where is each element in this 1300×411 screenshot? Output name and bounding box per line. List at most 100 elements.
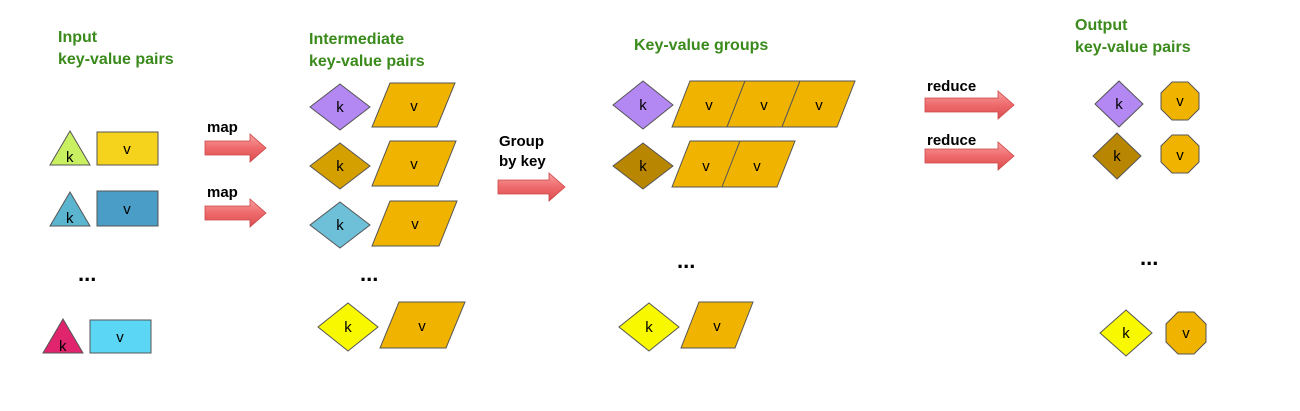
reduce-label: reduce <box>927 78 976 95</box>
reduce-label: reduce <box>927 132 976 149</box>
arrow-shape <box>924 141 1015 171</box>
group-by-key-arrow: Group by key <box>497 133 566 202</box>
key-diamond-brown <box>612 142 674 190</box>
output-pair-2: k v <box>1092 132 1200 180</box>
value-label: v <box>1176 147 1184 164</box>
key-diamond-yellow <box>317 302 379 352</box>
value-label: v <box>418 318 426 335</box>
value-parallelogram <box>371 82 456 128</box>
value-label: v <box>815 97 823 114</box>
value-label: v <box>702 158 710 175</box>
key-diamond-yellow <box>1099 309 1153 357</box>
value-octagon <box>1160 81 1200 121</box>
input-pair-3: k v <box>42 318 152 355</box>
value-label: v <box>116 329 124 346</box>
arrow-shape <box>204 198 267 228</box>
value-label: v <box>753 158 761 175</box>
arrow-shape <box>204 133 267 163</box>
group-by-key-label: Group by key <box>499 133 548 170</box>
key-label: k <box>344 319 352 336</box>
input-pair-2: k v <box>49 190 159 227</box>
map-label: map <box>207 119 238 136</box>
value-label: v <box>1182 325 1190 342</box>
value-rect-blue <box>96 190 159 227</box>
key-diamond-purple <box>309 83 371 131</box>
intermediate-ellipsis: ... <box>360 261 378 286</box>
key-label: k <box>1115 96 1123 113</box>
group-label-line2: by key <box>499 153 546 170</box>
input-title-line1: Input <box>58 29 98 46</box>
value-label: v <box>760 97 768 114</box>
value-parallelogram <box>371 200 458 247</box>
output-pair-1: k v <box>1094 80 1200 128</box>
key-diamond-purple <box>612 80 674 130</box>
arrow-shape <box>924 90 1015 120</box>
value-label: v <box>705 97 713 114</box>
key-label: k <box>1113 148 1121 165</box>
value-label: v <box>411 216 419 233</box>
input-pair-1: k v <box>49 130 159 166</box>
intermediate-pair-3: k v <box>309 200 458 249</box>
input-ellipsis: ... <box>78 261 96 286</box>
key-label: k <box>66 210 74 227</box>
key-label: k <box>66 149 74 166</box>
output-title-line2: key-value pairs <box>1075 39 1191 56</box>
groups-ellipsis: ... <box>677 248 695 273</box>
group-label-line1: Group <box>499 133 544 150</box>
reduce-arrow-1: reduce <box>924 78 1015 120</box>
input-title: Input key-value pairs <box>58 29 174 68</box>
group-2: k v v <box>612 140 796 190</box>
key-label: k <box>336 99 344 116</box>
key-diamond-purple <box>1094 80 1144 128</box>
value-rect-yellow <box>96 131 159 166</box>
intermediate-pair-4: k v <box>317 301 466 352</box>
value-parallelogram <box>371 140 457 187</box>
key-label: k <box>639 158 647 175</box>
value-octagon <box>1165 311 1207 355</box>
key-triangle-teal <box>49 191 91 227</box>
key-diamond-gold <box>309 142 371 190</box>
key-label: k <box>1122 325 1130 342</box>
group-1: k v v v <box>612 80 856 130</box>
value-label: v <box>123 141 131 158</box>
key-label: k <box>639 97 647 114</box>
output-title-line1: Output <box>1075 17 1128 34</box>
input-title-line2: key-value pairs <box>58 51 174 68</box>
groups-title: Key-value groups <box>634 37 768 54</box>
map-label: map <box>207 184 238 201</box>
output-pair-3: k v <box>1099 309 1207 357</box>
key-label: k <box>336 217 344 234</box>
intermediate-title-line2: key-value pairs <box>309 53 425 70</box>
value-parallelogram <box>379 301 466 349</box>
key-diamond-brown <box>1092 132 1142 180</box>
value-parallelogram <box>721 140 796 188</box>
value-octagon <box>1160 134 1200 174</box>
intermediate-pair-2: k v <box>309 140 457 190</box>
key-label: k <box>645 319 653 336</box>
key-label: k <box>336 158 344 175</box>
value-label: v <box>410 98 418 115</box>
value-rect-cyan <box>89 319 152 354</box>
output-title: Output key-value pairs <box>1075 17 1191 56</box>
key-triangle-magenta <box>42 318 84 354</box>
value-label: v <box>1176 93 1184 110</box>
value-label: v <box>123 201 131 218</box>
intermediate-pair-1: k v <box>309 82 456 131</box>
key-diamond-lightblue <box>309 201 371 249</box>
value-parallelogram <box>680 301 754 349</box>
group-3: k v <box>618 301 754 352</box>
map-arrow-2: map <box>204 184 267 228</box>
arrow-shape <box>497 172 566 202</box>
map-arrow-1: map <box>204 119 267 163</box>
key-diamond-yellow <box>618 302 680 352</box>
key-label: k <box>59 338 67 355</box>
value-label: v <box>713 318 721 335</box>
output-ellipsis: ... <box>1140 245 1158 270</box>
value-parallelogram <box>781 80 856 128</box>
value-label: v <box>410 156 418 173</box>
reduce-arrow-2: reduce <box>924 132 1015 171</box>
intermediate-title: Intermediate key-value pairs <box>309 31 425 70</box>
key-triangle-green <box>49 130 91 166</box>
intermediate-title-line1: Intermediate <box>309 31 404 48</box>
